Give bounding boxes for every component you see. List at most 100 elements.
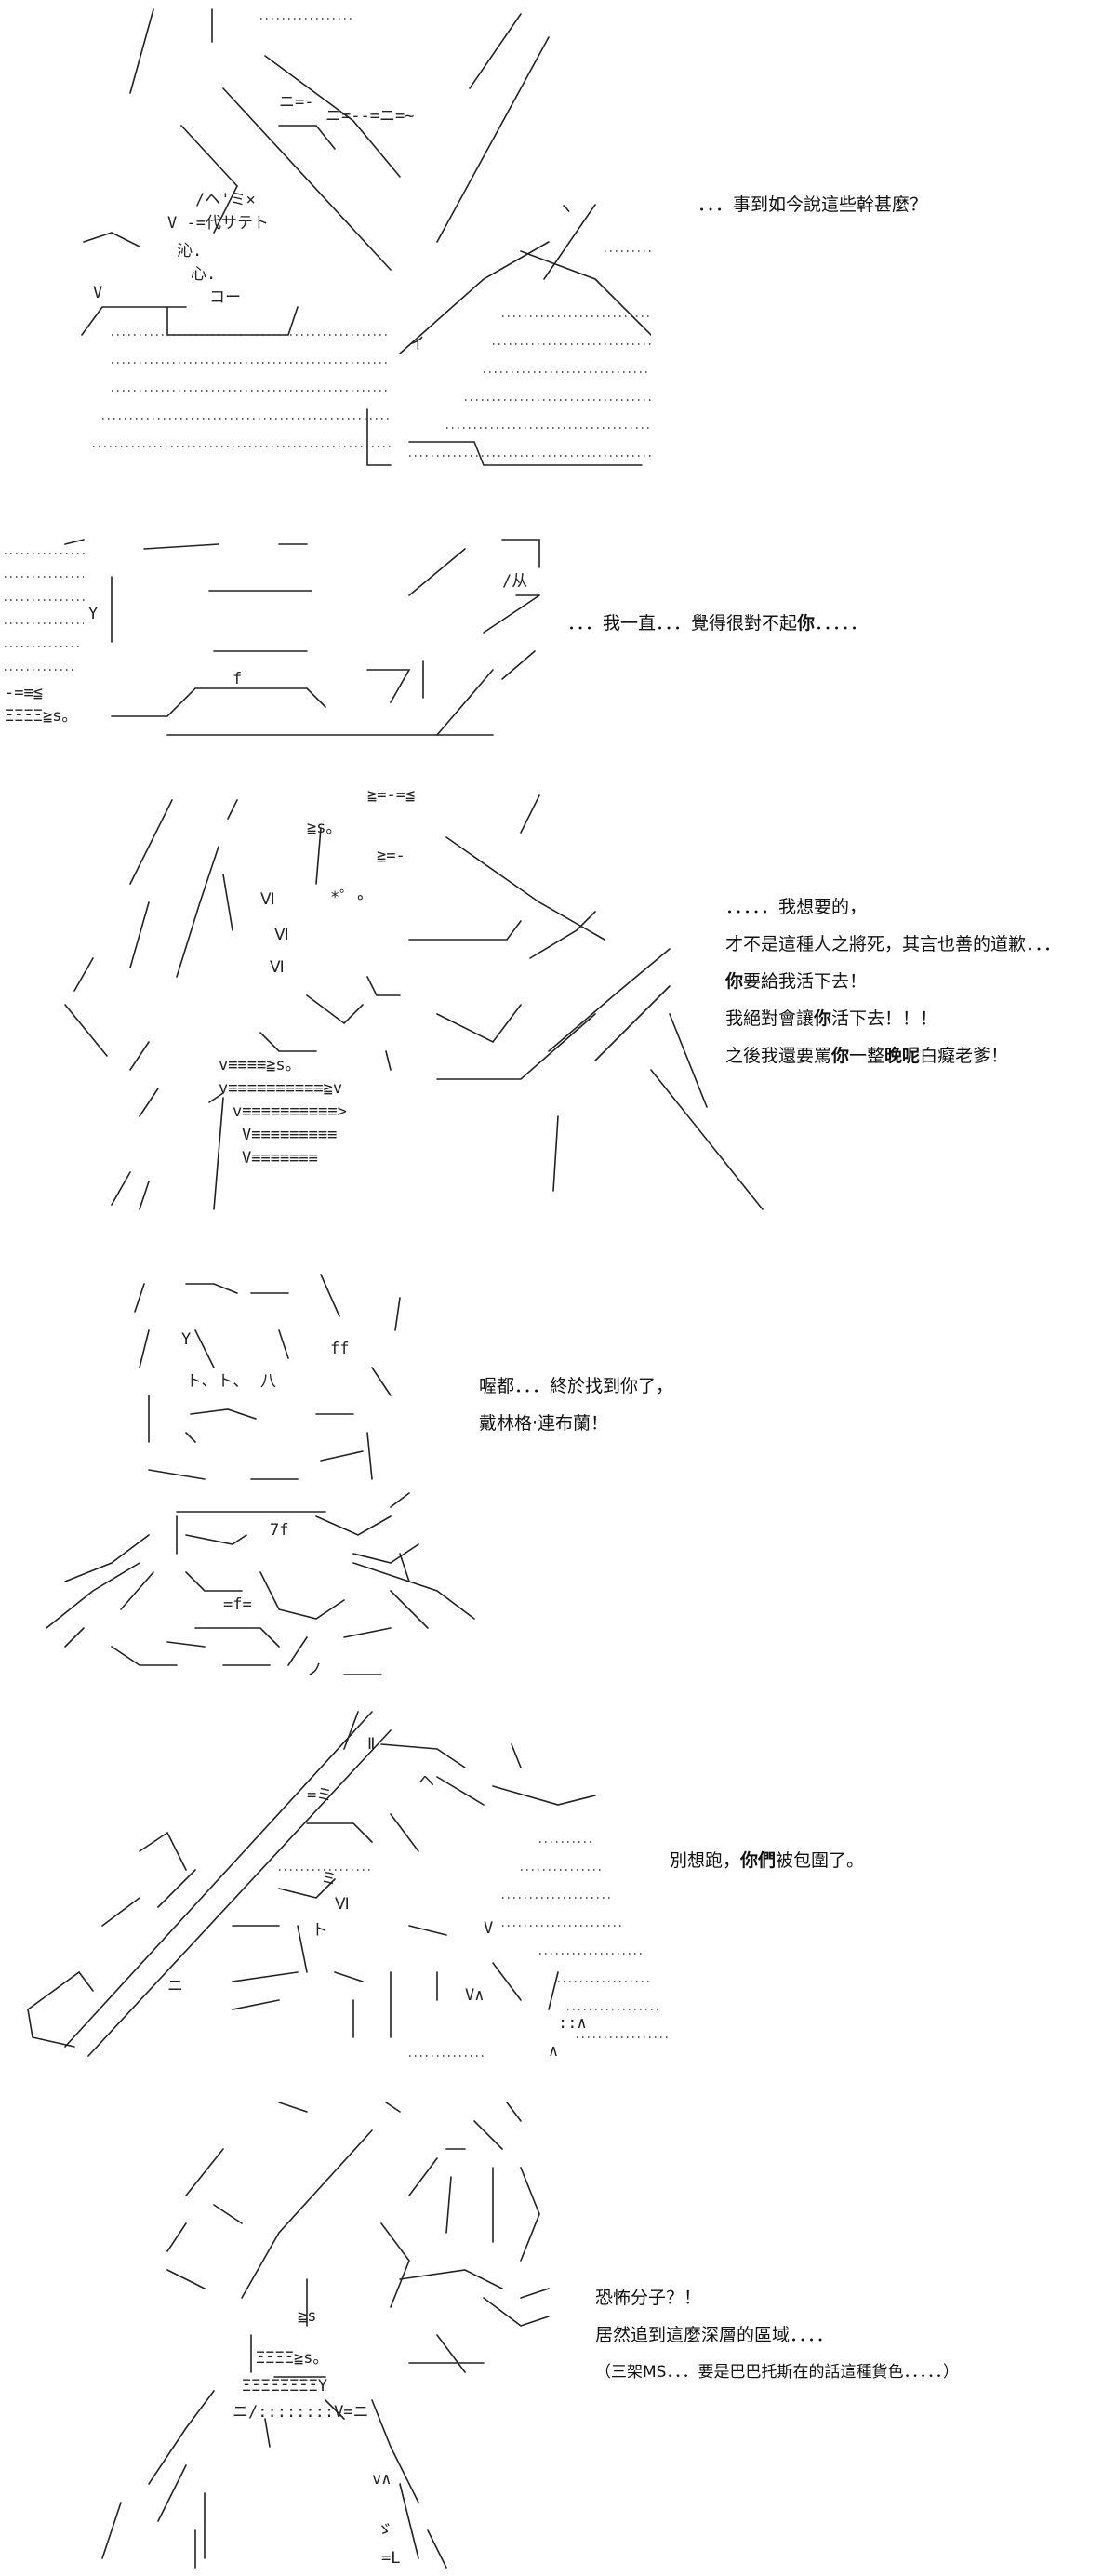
dialog-segment: 晚呢: [884, 1046, 921, 1066]
panel-4: ト、ト、 八 Y ff 7f =f= ノ 喔都．．．終於找到你了， 戴林格‧連布…: [0, 1256, 1116, 1684]
art-text-1-4: 沁.: [177, 242, 202, 260]
art-text-6-0: ΞΞΞΞ≧s。: [256, 2349, 328, 2368]
panel-6: ΞΞΞΞ≧s。 ΞΞΞΞΞΞΞΞY ニ/::::::::V=ニ ≧s v∧ ゞ …: [0, 2093, 1116, 2576]
art-text-3-2: ≧=-: [377, 847, 405, 865]
ascii-art-scene-4: ト、ト、 八 Y ff 7f =f= ノ: [0, 1256, 502, 1684]
art-text-1-0: ニ=-: [279, 93, 313, 112]
art-text-1-3: V -=代サテト: [167, 214, 269, 233]
art-text-3-1: ≧s。: [307, 819, 341, 837]
art-text-4-5: =f=: [223, 1595, 252, 1614]
ascii-art-scene-5: Ⅱ =ミ ヘ Ⅵ V V∧ ∧ ::∧ ミ ト ニ: [0, 1693, 688, 2084]
art-text-3-5: Ⅵ: [274, 926, 289, 944]
art-text-5-10: ニ: [167, 1977, 183, 1995]
panel-1: ニ=- ニ=--=ニ=~ /ヘ'ミ× V -=代サテト 沁. 心. コー イ V…: [0, 0, 1116, 474]
dialog-segment: 你們: [740, 1850, 777, 1871]
dialog-segment: 之後我還要罵: [725, 1046, 832, 1066]
panel-3: ≧=-=≦ ≧s。 ≧=- *゜∘ Ⅵ Ⅵ Ⅵ v≡≡≡≡≡≡≡≡≡≡≧v v≡…: [0, 772, 1116, 1237]
art-text-3-4: Ⅵ: [260, 890, 275, 909]
art-text-5-9: ト: [312, 1921, 327, 1940]
dialog-segment: ．．．．．我想要的，: [725, 897, 868, 917]
art-text-6-1: ΞΞΞΞΞΞΞΞY: [242, 2377, 327, 2396]
art-text-3-3: *゜∘: [330, 888, 365, 907]
dialog-line: 我絕對會讓你活下去！！！: [725, 1000, 1061, 1037]
dialog-segment: ．．．．．: [815, 613, 869, 634]
art-text-1-2: /ヘ'ミ×: [195, 191, 256, 209]
art-text-3-7: v≡≡≡≡≡≡≡≡≡≡≧v: [219, 1079, 342, 1098]
dialog-segment: 喔都．．．終於找到你了，: [479, 1376, 674, 1396]
art-text-5-8: ミ: [321, 1870, 337, 1889]
dialog-block-5: 別想跑，你們被包圍了。: [670, 1842, 864, 1879]
dialog-line: ．．．事到如今說這些幹甚麼？: [698, 186, 927, 223]
dialog-segment: 你: [831, 1046, 850, 1066]
dialog-line: 喔都．．．終於找到你了，: [479, 1368, 673, 1405]
dialog-segment: 你: [797, 613, 816, 634]
art-text-2-0: -=≡≦: [5, 684, 43, 702]
art-text-6-2: ニ/::::::::V=ニ: [232, 2403, 369, 2422]
dialog-segment: 才不是這種人之將死，其言也善的道歉．．．: [725, 934, 1062, 954]
dialog-line: （三架MS．．．要是巴巴托斯在的話這種貨色．．．．．）: [595, 2354, 959, 2391]
dialog-line: 別想跑，你們被包圍了。: [670, 1842, 864, 1879]
art-text-1-7: イ: [409, 335, 425, 354]
art-text-6-4: v∧: [372, 2470, 391, 2489]
dialog-segment: 我絕對會讓: [725, 1008, 815, 1029]
art-text-1-9: ヽ: [558, 200, 574, 219]
dialog-segment: 白癡老爹！: [920, 1046, 1009, 1066]
art-text-1-8: V: [93, 284, 102, 302]
art-text-1-6: コー: [209, 288, 241, 307]
art-text-3-11: v≡≡≡≡≧s。: [219, 1056, 301, 1074]
art-text-4-2: Y: [181, 1330, 191, 1349]
art-text-3-8: v≡≡≡≡≡≡≡≡≡≡>: [232, 1102, 347, 1121]
dialog-line: 戴林格‧連布蘭！: [479, 1405, 673, 1442]
art-text-2-1: ΞΞΞΞ≧s。: [5, 707, 77, 726]
dialog-line: 你要給我活下去！: [725, 963, 1061, 1000]
dialog-segment: 要給我活下去！: [743, 971, 868, 992]
dialog-segment: 恐怖分子？！: [595, 2288, 702, 2308]
art-text-1-5: 心.: [191, 265, 216, 284]
dialog-line: 居然追到這麼深層的區域．．．．: [595, 2316, 959, 2354]
dialog-segment: 你: [725, 971, 744, 992]
dialog-segment: 被包圍了。: [776, 1850, 865, 1871]
dialog-line: ．．．我一直．．．覺得很對不起你．．．．．: [567, 605, 868, 642]
ascii-art-scene-1: ニ=- ニ=--=ニ=~ /ヘ'ミ× V -=代サテト 沁. 心. コー イ V…: [0, 0, 651, 474]
art-text-5-6: ∧: [549, 2042, 558, 2061]
dialog-segment: 戴林格‧連布蘭！: [479, 1413, 609, 1434]
ascii-art-scene-2: -=≡≦ ΞΞΞΞ≧s。 /从 Y f: [0, 502, 577, 754]
dialog-segment: 居然追到這麼深層的區域．．．．: [595, 2325, 834, 2345]
art-text-4-3: ff: [330, 1340, 349, 1358]
dialog-line: 才不是這種人之將死，其言也善的道歉．．．: [725, 926, 1061, 963]
ascii-art-scene-3: ≧=-=≦ ≧s。 ≧=- *゜∘ Ⅵ Ⅵ Ⅵ v≡≡≡≡≡≡≡≡≡≡≧v v≡…: [0, 772, 772, 1237]
art-text-5-1: =ミ: [307, 1786, 332, 1805]
panel-5: Ⅱ =ミ ヘ Ⅵ V V∧ ∧ ::∧ ミ ト ニ 別想跑，你們被包圍了。: [0, 1693, 1116, 2084]
art-text-3-10: V≡≡≡≡≡≡≡: [242, 1149, 318, 1168]
dialog-segment: ．．．我一直．．．覺得很對不起: [567, 613, 798, 634]
dialog-segment: （三架MS．．．要是巴巴托斯在的話這種貨色．．．．．）: [595, 2363, 959, 2382]
art-text-4-6: ノ: [307, 1661, 323, 1679]
dialog-line: 恐怖分子？！: [595, 2279, 959, 2316]
art-text-3-0: ≧=-=≦: [367, 786, 415, 805]
art-text-4-0: ト、ト、: [186, 1372, 248, 1391]
art-text-2-4: f: [232, 670, 242, 688]
art-text-2-3: Y: [88, 605, 98, 623]
art-text-5-0: Ⅱ: [367, 1735, 375, 1754]
dialog-line: 之後我還要罵你一整晚呢白癡老爹！: [725, 1037, 1061, 1074]
dialog-line: ．．．．．我想要的，: [725, 888, 1061, 926]
dialog-block-2: ．．．我一直．．．覺得很對不起你．．．．．: [567, 605, 868, 642]
dialog-block-1: ．．．事到如今說這些幹甚麼？: [698, 186, 927, 223]
dialog-segment: 你: [814, 1008, 832, 1029]
art-text-1-1: ニ=--=ニ=~: [326, 107, 414, 126]
art-text-6-3: ≧s: [298, 2307, 316, 2326]
art-text-5-4: V: [484, 1919, 493, 1938]
art-text-5-5: V∧: [465, 1986, 484, 2005]
art-text-3-9: V≡≡≡≡≡≡≡≡≡: [242, 1126, 337, 1144]
dialog-segment: 活下去！！！: [831, 1008, 938, 1029]
dialog-segment: 一整: [849, 1046, 885, 1066]
art-text-6-5: ゞ: [377, 2521, 392, 2540]
dialog-segment: 別想跑，: [670, 1850, 741, 1871]
dialog-segment: ．．．事到如今說這些幹甚麼？: [698, 194, 928, 215]
art-text-4-1: 八: [260, 1372, 276, 1391]
art-text-5-2: ヘ: [418, 1772, 434, 1791]
panel-2: -=≡≦ ΞΞΞΞ≧s。 /从 Y f ．．．我一直．．．覺得很對不起你．．．．…: [0, 502, 1116, 754]
art-text-5-3: Ⅵ: [335, 1895, 350, 1914]
art-text-4-4: 7f: [270, 1521, 288, 1540]
art-text-5-7: ::∧: [558, 2014, 587, 2033]
